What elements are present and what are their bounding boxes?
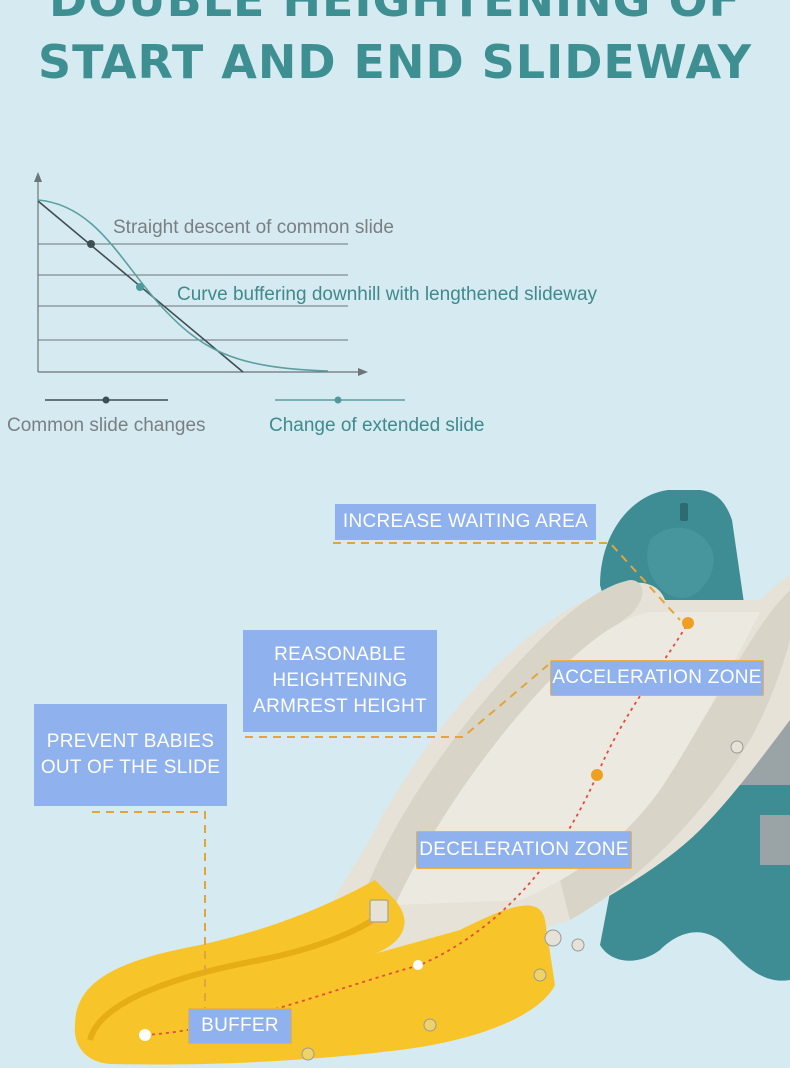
- screw-icon: [533, 968, 547, 982]
- screw-icon: [423, 1018, 437, 1032]
- callout-prevent-line-2: OUT OF THE SLIDE: [40, 757, 221, 778]
- leader-prevent: [92, 811, 206, 1010]
- callout-deceleration-zone: DECELERATION ZONE: [416, 831, 632, 869]
- callout-acceleration-label: ACCELERATION ZONE: [552, 667, 762, 688]
- slide-yellow-lip: [87, 912, 382, 1041]
- callout-acceleration-zone: ACCELERATION ZONE: [550, 660, 764, 696]
- screw-icon: [544, 929, 562, 947]
- screw-icon: [571, 938, 585, 952]
- extended-slide-curve: [37, 199, 329, 372]
- callout-buffer: BUFFER: [188, 1008, 292, 1044]
- seat-back-highlight: [647, 527, 714, 599]
- legend-extended-label: Change of extended slide: [269, 415, 485, 436]
- callout-waiting-area: INCREASE WAITING AREA: [335, 504, 596, 540]
- callout-waiting-area-label: INCREASE WAITING AREA: [342, 511, 589, 532]
- common-curve-label: Straight descent of common slide: [113, 217, 394, 238]
- callout-armrest: REASONABLE HEIGHTENING ARMREST HEIGHT: [243, 630, 437, 732]
- callout-armrest-line-2: HEIGHTENING: [272, 670, 408, 691]
- screw-icon: [301, 1047, 315, 1061]
- callout-armrest-line-1: REASONABLE: [274, 644, 406, 665]
- ladder-step: [760, 815, 790, 865]
- callout-armrest-line-3: ARMREST HEIGHT: [253, 696, 427, 717]
- legend-common-label: Common slide changes: [7, 415, 206, 436]
- leader-armrest: [245, 664, 549, 738]
- slide-trajectory-line: [144, 622, 689, 1036]
- acceleration-marker: [682, 617, 694, 629]
- slide-clip: [369, 899, 389, 923]
- extended-curve-label: Curve buffering downhill with lengthened…: [177, 284, 598, 305]
- heading-line-2: START AND END SLIDEWAY: [37, 35, 753, 89]
- callout-prevent-line-1: PREVENT BABIES: [46, 731, 215, 752]
- x-axis-arrow-icon: [358, 368, 368, 376]
- callout-buffer-label: BUFFER: [201, 1015, 279, 1036]
- legend-extended-marker: [334, 396, 342, 404]
- buffer-marker: [139, 1029, 151, 1041]
- screw-icon: [730, 740, 744, 754]
- seat-back-slot-icon: [680, 503, 688, 521]
- legend-common-marker: [102, 396, 110, 404]
- extended-slide-point: [136, 283, 144, 291]
- common-slide-point: [87, 240, 95, 248]
- descent-diagram: Straight descent of common slide Curve b…: [7, 172, 598, 436]
- trajectory-marker: [413, 960, 423, 970]
- callout-prevent-babies: PREVENT BABIES OUT OF THE SLIDE: [34, 704, 227, 806]
- y-axis-arrow-icon: [34, 172, 42, 182]
- heading-line-1: DOUBLE HEIGHTENING OF: [49, 0, 741, 27]
- deceleration-marker: [591, 769, 603, 781]
- callout-deceleration-label: DECELERATION ZONE: [419, 839, 629, 860]
